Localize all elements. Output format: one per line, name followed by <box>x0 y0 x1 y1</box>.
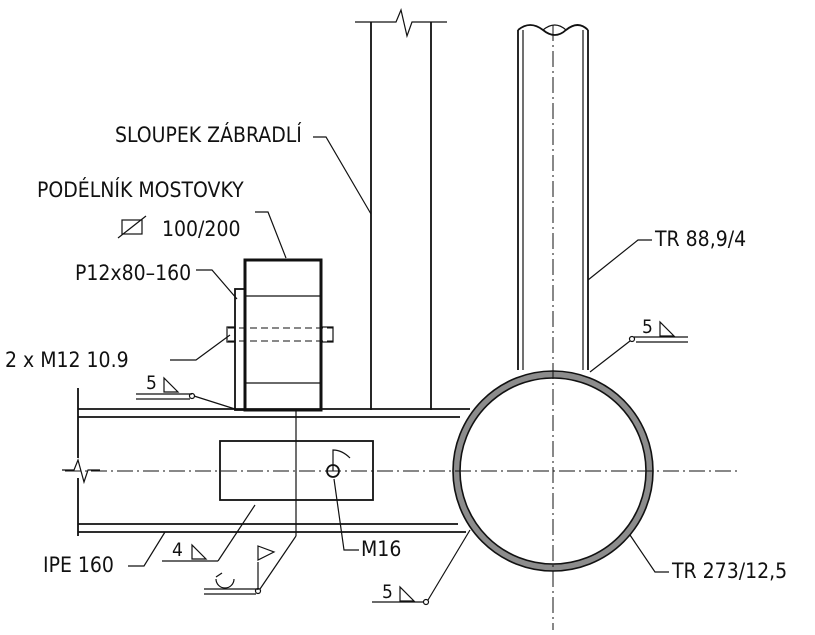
weld-tube-bottom-size: 5 <box>382 581 393 603</box>
tube-small-label: TR 88,9/4 <box>654 227 746 251</box>
weld-symbol-tube-bottom: 5 <box>372 529 471 606</box>
fillet-weld-icon <box>659 320 676 337</box>
label-tube-large: TR 273/12,5 <box>629 534 787 583</box>
weld-symbol-plate: 5 <box>136 372 236 410</box>
railing-post <box>355 8 447 410</box>
label-bolt-m16: M16 <box>333 478 401 561</box>
fillet-weld-icon <box>191 543 208 560</box>
weld-tube-top-size: 5 <box>642 316 653 338</box>
bolts-label: 2 x M12 10.9 <box>5 348 129 372</box>
weld-symbol-beam: 4 <box>162 504 256 562</box>
weld-beam-size: 4 <box>172 539 183 561</box>
label-deck-stringer: PODÉLNÍK MOSTOVKY 100/200 <box>37 177 287 259</box>
deck-stringer-section-label: 100/200 <box>162 217 240 241</box>
label-beam: IPE 160 <box>43 531 166 577</box>
plate <box>234 288 246 411</box>
label-plate: P12x80–160 <box>75 261 238 300</box>
weld-plate-size: 5 <box>146 372 157 394</box>
fillet-weld-icon <box>399 585 416 602</box>
deck-stringer-label: PODÉLNÍK MOSTOVKY <box>37 177 244 202</box>
deck-stringer <box>243 258 323 412</box>
tube-large-label: TR 273/12,5 <box>671 559 787 583</box>
plate-label: P12x80–160 <box>75 261 191 285</box>
railing-post-label: SLOUPEK ZÁBRADLÍ <box>115 122 302 147</box>
label-tube-small: TR 88,9/4 <box>587 227 746 281</box>
label-railing-post: SLOUPEK ZÁBRADLÍ <box>115 122 372 215</box>
rhs-section-icon <box>117 215 147 239</box>
weld-symbol-tube-top: 5 <box>589 316 688 373</box>
ipe-beam <box>62 388 470 536</box>
weld-contour-icon <box>215 578 235 589</box>
center-lines <box>65 25 740 630</box>
fillet-weld-icon <box>163 376 180 393</box>
label-bolts: 2 x M12 10.9 <box>5 334 231 372</box>
bolt-m16-label: M16 <box>361 537 401 561</box>
field-weld-flag-icon <box>257 545 276 561</box>
bolts-m12 <box>226 326 334 343</box>
weld-symbol-field <box>204 410 297 595</box>
tube-small <box>517 24 589 370</box>
beam-label: IPE 160 <box>43 553 114 577</box>
